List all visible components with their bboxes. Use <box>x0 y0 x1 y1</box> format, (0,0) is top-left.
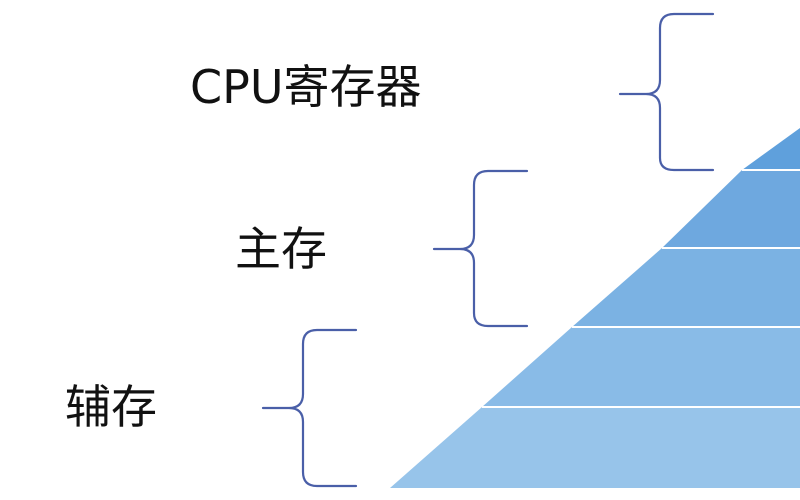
brace-auxiliary-storage <box>261 328 358 488</box>
pyramid-band-3 <box>572 248 800 327</box>
level-label-main-memory: 主存 <box>235 222 327 276</box>
pyramid-band-1 <box>742 128 800 170</box>
pyramid-band-4 <box>482 327 800 407</box>
pyramid-band-2 <box>662 170 800 248</box>
pyramid <box>390 128 800 488</box>
brace-cpu-registers <box>618 12 715 172</box>
brace-main-memory <box>432 169 529 328</box>
braces <box>261 12 715 488</box>
level-label-cpu-registers: CPU寄存器 <box>190 60 422 114</box>
level-label-auxiliary-storage: 辅存 <box>65 380 157 434</box>
pyramid-band-5 <box>390 407 800 488</box>
band-dividers <box>482 169 800 408</box>
